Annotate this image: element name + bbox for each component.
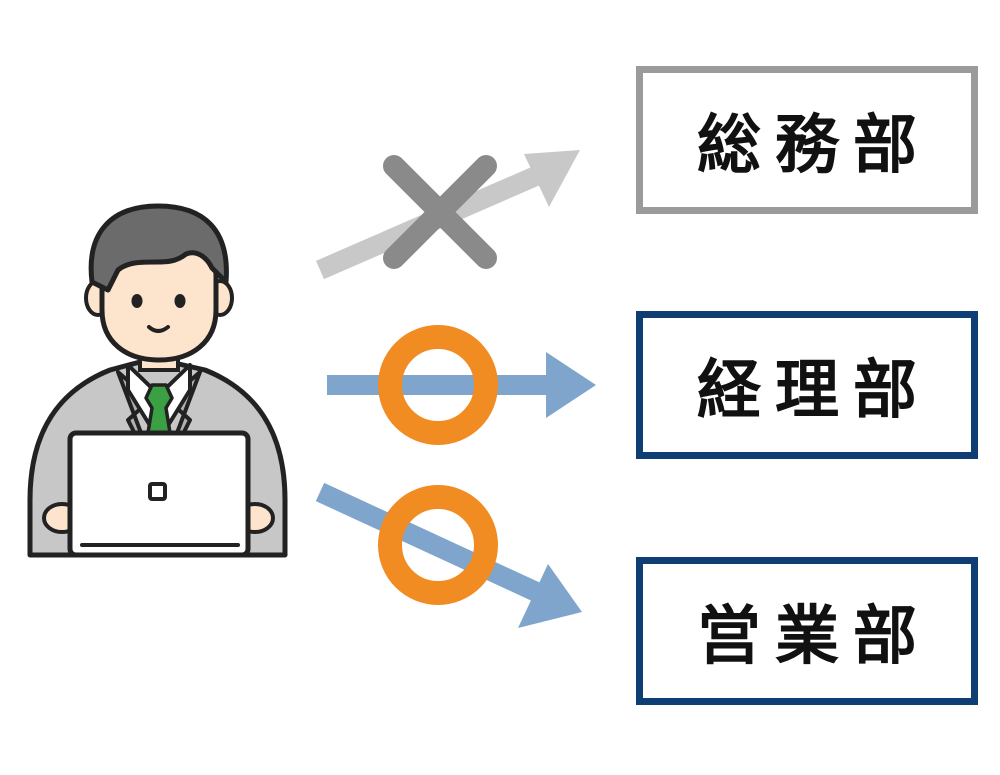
hair — [88, 203, 229, 293]
circle-mark-icon — [378, 485, 498, 605]
laptop-logo — [148, 482, 167, 501]
department-box-3: 営業部 — [636, 557, 978, 705]
mouth — [147, 325, 170, 333]
eye-right — [174, 294, 186, 308]
cross-mark-icon — [383, 155, 497, 269]
eye-left — [131, 294, 143, 308]
department-box-2: 経理部 — [636, 311, 978, 459]
circle-mark-icon — [378, 325, 498, 445]
laptop-screen — [67, 430, 251, 558]
department-box-1: 総務部 — [636, 66, 978, 214]
arrow-allowed-bottom — [315, 482, 582, 628]
department-label-2: 経理部 — [697, 354, 931, 428]
arrow-allowed-middle — [327, 352, 596, 418]
department-label-1: 総務部 — [697, 109, 931, 183]
businessman-with-laptop-icon — [27, 203, 288, 558]
department-label-3: 営業部 — [697, 600, 931, 674]
